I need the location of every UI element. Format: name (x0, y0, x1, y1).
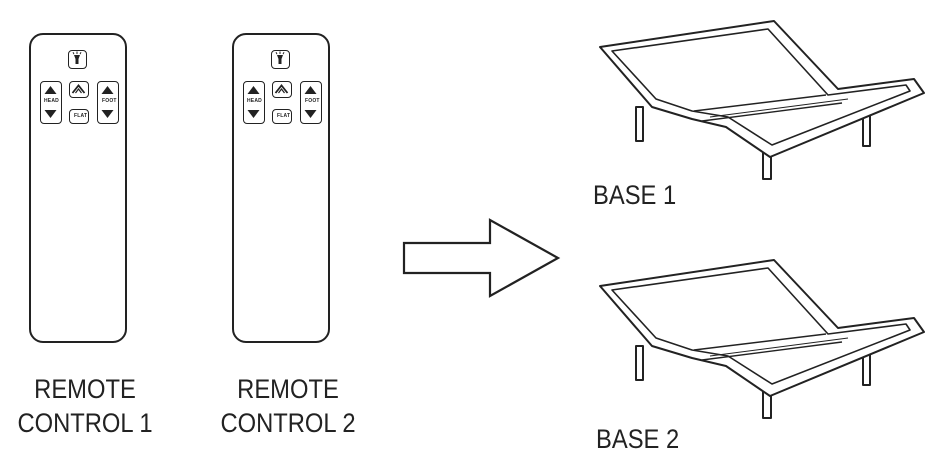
base-leg (635, 106, 644, 142)
flashlight-icon (72, 51, 82, 64)
triangle-up-icon (44, 86, 57, 118)
flat-button[interactable]: FLAT (272, 109, 292, 124)
right-arrow-icon (402, 218, 561, 298)
base-deck (611, 28, 911, 146)
light-button[interactable] (68, 50, 87, 69)
foot-label: FOOT (305, 98, 320, 104)
remote-1-caption-line2: CONTROL 1 (17, 408, 153, 438)
remote-control-1: HEAD FLAT FOOT (29, 33, 127, 343)
remote-2-caption-line1: REMOTE (237, 374, 339, 404)
flashlight-icon (275, 51, 285, 64)
remote-2-caption: REMOTE CONTROL 2 (213, 372, 363, 440)
chevron-up-icon (71, 84, 86, 94)
head-label: HEAD (247, 98, 262, 104)
head-control-button[interactable]: HEAD (40, 81, 62, 124)
adjustable-base-2 (599, 259, 925, 419)
foot-control-button[interactable]: FOOT (97, 81, 119, 124)
preset-button[interactable] (272, 81, 292, 98)
base-1-label: BASE 1 (593, 180, 677, 210)
base-2-label: BASE 2 (596, 424, 680, 454)
foot-control-button[interactable]: FOOT (300, 81, 322, 124)
flat-label: FLAT (74, 113, 88, 119)
base-leg (635, 345, 644, 381)
remote-control-2: HEAD FLAT FOOT (232, 33, 330, 343)
chevron-up-icon (274, 84, 289, 94)
base-leg (862, 115, 871, 147)
adjustable-base-1 (599, 20, 925, 180)
base-deck (611, 267, 911, 385)
flat-button[interactable]: FLAT (69, 109, 89, 124)
head-label: HEAD (44, 98, 59, 104)
triangle-down-icon (304, 86, 317, 118)
preset-button[interactable] (69, 81, 89, 98)
light-button[interactable] (271, 50, 290, 69)
base-leg (862, 354, 871, 386)
flat-label: FLAT (277, 113, 291, 119)
remote-2-caption-line2: CONTROL 2 (220, 408, 356, 438)
head-control-button[interactable]: HEAD (243, 81, 265, 124)
remote-1-caption-line1: REMOTE (34, 374, 136, 404)
foot-label: FOOT (102, 98, 117, 104)
remote-1-caption: REMOTE CONTROL 1 (10, 372, 160, 440)
triangle-down-icon (101, 86, 114, 118)
triangle-up-icon (247, 86, 260, 118)
